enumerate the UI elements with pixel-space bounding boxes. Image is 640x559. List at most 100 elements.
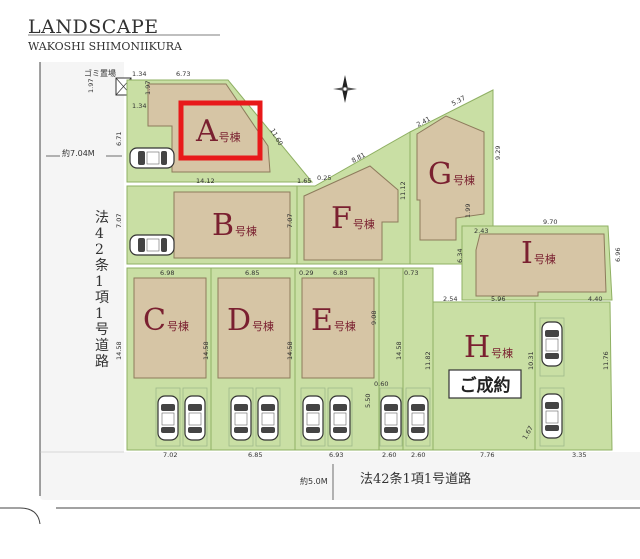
lot-letter: H xyxy=(464,330,490,365)
dimension-h-l: 11.82 xyxy=(424,351,432,370)
dimension-i-tl: 2.43 xyxy=(474,227,488,235)
parked-car-icon xyxy=(129,234,175,256)
parking-slot xyxy=(182,387,208,447)
lot-suffix: 号棟 xyxy=(453,173,475,187)
dimension-e-top: 6.83 xyxy=(333,269,347,277)
lot-suffix: 号棟 xyxy=(235,224,257,238)
lot-letter: E xyxy=(311,303,333,338)
dimension-e-r: 9.08 xyxy=(370,311,378,325)
road-left-width: 約7.04M xyxy=(62,148,95,158)
car-rear-window xyxy=(411,427,425,433)
dimension-i-r: 6.96 xyxy=(614,248,622,262)
dimension-g-h: 1.97 xyxy=(87,79,95,93)
parking-slot xyxy=(379,387,403,447)
car-roof xyxy=(545,338,559,352)
car-rear-window xyxy=(188,427,202,433)
dimension-s-top: 0.73 xyxy=(404,269,418,277)
car-rear-window xyxy=(261,427,275,433)
lot-label-d: D号棟 xyxy=(227,303,274,338)
dimension-bot-d: 6.85 xyxy=(248,451,262,459)
building-c xyxy=(133,277,207,379)
dimension-bot-s1: 2.60 xyxy=(382,451,396,459)
sold-badge xyxy=(448,369,522,399)
car-roof xyxy=(161,412,175,426)
parking-slot xyxy=(539,387,565,447)
dimension-g-w: 1.34 xyxy=(132,70,146,78)
dimension-a-top: 6.73 xyxy=(176,70,190,78)
parked-car-icon xyxy=(380,395,402,441)
car-rear-window xyxy=(161,151,167,165)
dimension-i-top: 9.70 xyxy=(543,218,557,226)
car-roof xyxy=(306,412,320,426)
dimension-a-v: 1.97 xyxy=(144,81,152,95)
car-windshield xyxy=(138,151,145,165)
dimension-s-small: 0.60 xyxy=(374,380,388,388)
parked-car-icon xyxy=(541,321,563,367)
dimension-bot-e: 6.93 xyxy=(329,451,343,459)
lot-letter: D xyxy=(227,303,251,338)
dimension-b-h: 7.07 xyxy=(115,214,123,228)
road-bottom-name: 法42条1項1号道路 xyxy=(360,471,471,487)
lot-letter: F xyxy=(331,201,352,236)
page-subtitle: WAKOSHI SHIMONIIKURA xyxy=(28,40,183,53)
car-roof xyxy=(234,412,248,426)
lot-label-b: B号棟 xyxy=(212,208,257,243)
parked-car-icon xyxy=(257,395,279,441)
dimension-c-top: 6.98 xyxy=(160,269,174,277)
dimension-g-w2: 1.34 xyxy=(132,102,146,110)
car-windshield xyxy=(161,404,175,411)
car-windshield xyxy=(411,404,425,411)
car-windshield xyxy=(261,404,275,411)
parking-slot xyxy=(539,317,565,377)
parked-car-icon xyxy=(407,395,429,441)
car-windshield xyxy=(333,404,347,411)
lot-label-f: F号棟 xyxy=(331,201,375,236)
car-windshield xyxy=(306,404,320,411)
lot-label-a: A号棟 xyxy=(195,114,241,149)
compass-north-icon xyxy=(333,75,357,103)
parking-slot xyxy=(300,387,326,447)
car-roof xyxy=(545,410,559,424)
car-windshield xyxy=(545,330,559,337)
parked-car-icon xyxy=(230,395,252,441)
dimension-a-corner: 1.65 xyxy=(297,177,311,185)
dimension-bot-s2: 2.60 xyxy=(411,451,425,459)
dimension-a-bot: 14.12 xyxy=(196,177,215,185)
page-title: LANDSCAPE xyxy=(28,16,159,38)
dimension-a-left: 6.71 xyxy=(115,132,123,146)
parking-slots xyxy=(155,317,565,447)
car-windshield xyxy=(545,402,559,409)
dimension-b-r: 7.07 xyxy=(286,214,294,228)
lot-suffix: 号棟 xyxy=(219,130,241,144)
lot-letter: A xyxy=(195,114,218,149)
car-rear-window xyxy=(384,427,398,433)
lot-label-i: I号棟 xyxy=(521,236,556,271)
parking-slot xyxy=(155,387,181,447)
parked-car-icon xyxy=(329,395,351,441)
dimension-bot-h: 7.76 xyxy=(480,451,494,459)
building-g xyxy=(416,115,485,241)
road-bottom-width: 約5.0M xyxy=(300,476,328,486)
lot-suffix: 号棟 xyxy=(534,252,556,266)
lot-suffix: 号棟 xyxy=(491,346,513,360)
road-corner-curve xyxy=(0,507,41,525)
lot-label-g: G号棟 xyxy=(428,157,475,192)
dimension-s-h2: 5.50 xyxy=(364,394,372,408)
car-windshield xyxy=(138,238,145,252)
lot-letter: C xyxy=(143,303,166,338)
parking-slot xyxy=(405,387,431,447)
parking-slot xyxy=(255,387,281,447)
lot-letter: I xyxy=(521,236,533,271)
compass-center xyxy=(343,87,347,91)
sold-label: ご成約 xyxy=(460,375,511,396)
car-roof xyxy=(384,412,398,426)
lot-suffix: 号棟 xyxy=(334,319,356,333)
dimension-f-small: 0.25 xyxy=(317,174,331,182)
parked-car-icon xyxy=(302,395,324,441)
dimension-c-h: 14.58 xyxy=(115,341,123,360)
parked-car-icon xyxy=(184,395,206,441)
lot-a-highlight xyxy=(178,100,263,161)
